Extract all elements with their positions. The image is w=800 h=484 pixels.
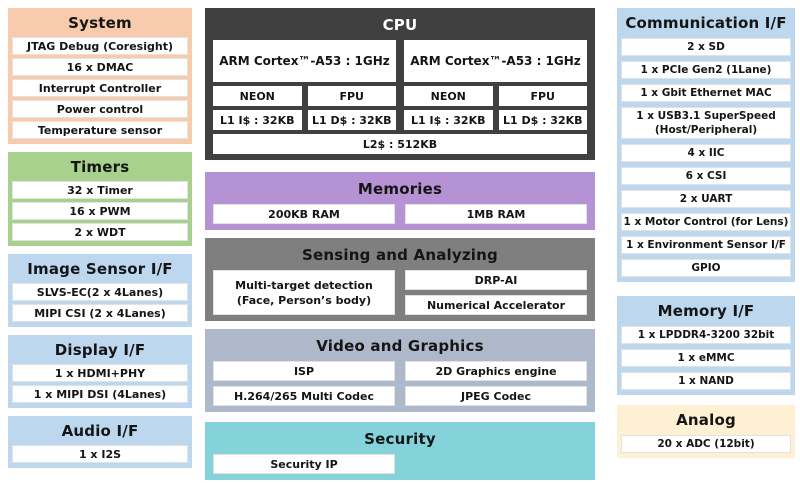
item-power-control: Power control [12, 100, 188, 118]
item-nand: 1 x NAND [621, 372, 791, 390]
cpu-core-name: ARM Cortex™-A53 : 1GHz [213, 40, 396, 82]
item-security-ip: Security IP [213, 454, 395, 474]
item-multi-target-detection: Multi-target detection (Face, Person’s b… [213, 270, 395, 315]
item-l1-icache: L1 I$ : 32KB [213, 110, 302, 130]
item-1mb-ram: 1MB RAM [405, 204, 587, 224]
block-display-if: Display I/F 1 x HDMI+PHY 1 x MIPI DSI (4… [8, 335, 192, 408]
cpu-core-units: NEON FPU [213, 86, 396, 106]
item-usb: 1 x USB3.1 SuperSpeed (Host/Peripheral) [621, 107, 791, 139]
item-temperature-sensor: Temperature sensor [12, 121, 188, 139]
cpu-core-0: ARM Cortex™-A53 : 1GHz NEON FPU L1 I$ : … [213, 40, 396, 130]
item-lpddr4: 1 x LPDDR4-3200 32bit [621, 326, 791, 344]
block-title-timers: Timers [70, 158, 130, 176]
item-slvs-ec: SLVS-EC(2 x 4Lanes) [12, 283, 188, 301]
item-drp-ai: DRP-AI [405, 270, 587, 290]
block-title-security: Security [364, 430, 436, 448]
block-title-audio-if: Audio I/F [61, 422, 139, 440]
item-jpeg-codec: JPEG Codec [405, 386, 587, 406]
column-right: Communication I/F 2 x SD 1 x PCIe Gen2 (… [617, 8, 795, 458]
item-fpu: FPU [307, 86, 396, 106]
block-communication-if: Communication I/F 2 x SD 1 x PCIe Gen2 (… [617, 8, 795, 282]
block-memory-if: Memory I/F 1 x LPDDR4-3200 32bit 1 x eMM… [617, 296, 795, 395]
sensing-left-items: DRP-AI Numerical Accelerator [405, 270, 587, 315]
block-title-memories: Memories [357, 180, 443, 198]
item-interrupt-controller: Interrupt Controller [12, 79, 188, 97]
image-sensor-items: SLVS-EC(2 x 4Lanes) MIPI CSI (2 x 4Lanes… [12, 283, 188, 322]
item-multi-codec: H.264/265 Multi Codec [213, 386, 395, 406]
block-title-sensing: Sensing and Analyzing [302, 246, 498, 264]
block-security: Security Security IP [205, 422, 595, 480]
block-timers: Timers 32 x Timer 16 x PWM 2 x WDT [8, 152, 192, 246]
block-title-memory-if: Memory I/F [657, 302, 755, 320]
item-csi: 6 x CSI [621, 167, 791, 185]
block-title-cpu: CPU [382, 16, 418, 34]
item-emmc: 1 x eMMC [621, 349, 791, 367]
column-middle: CPU ARM Cortex™-A53 : 1GHz NEON FPU L1 I… [205, 8, 595, 480]
item-pwm: 16 x PWM [12, 202, 188, 220]
item-pcie: 1 x PCIe Gen2 (1Lane) [621, 61, 791, 79]
cpu-core-caches: L1 I$ : 32KB L1 D$ : 32KB [213, 110, 396, 130]
item-environment-sensor: 1 x Environment Sensor I/F [621, 236, 791, 254]
item-l1-icache: L1 I$ : 32KB [404, 110, 493, 130]
item-jtag-debug: JTAG Debug (Coresight) [12, 37, 188, 55]
item-2d-graphics-engine: 2D Graphics engine [405, 361, 587, 381]
item-dmac: 16 x DMAC [12, 58, 188, 76]
item-motor-control: 1 x Motor Control (for Lens) [621, 213, 791, 231]
item-i2s: 1 x I2S [12, 445, 188, 463]
sensing-items: DRP-AI Numerical Accelerator Multi-targe… [213, 270, 587, 315]
cpu-core-units: NEON FPU [404, 86, 587, 106]
item-l1-dcache: L1 D$ : 32KB [307, 110, 396, 130]
column-left: System JTAG Debug (Coresight) 16 x DMAC … [8, 8, 192, 476]
block-system: System JTAG Debug (Coresight) 16 x DMAC … [8, 8, 192, 144]
cpu-core-name: ARM Cortex™-A53 : 1GHz [404, 40, 587, 82]
communication-items: 2 x SD 1 x PCIe Gen2 (1Lane) 1 x Gbit Et… [621, 38, 791, 277]
block-title-communication-if: Communication I/F [625, 14, 787, 32]
item-l1-dcache: L1 D$ : 32KB [498, 110, 587, 130]
block-title-analog: Analog [676, 411, 736, 429]
video-items: ISP 2D Graphics engine H.264/265 Multi C… [213, 361, 587, 406]
item-isp: ISP [213, 361, 395, 381]
block-video-graphics: Video and Graphics ISP 2D Graphics engin… [205, 329, 595, 412]
item-numerical-accelerator: Numerical Accelerator [405, 295, 587, 315]
block-title-system: System [68, 14, 132, 32]
timers-items: 32 x Timer 16 x PWM 2 x WDT [12, 181, 188, 241]
block-audio-if: Audio I/F 1 x I2S [8, 416, 192, 468]
item-adc: 20 x ADC (12bit) [621, 435, 791, 453]
item-gpio: GPIO [621, 259, 791, 277]
item-mipi-dsi: 1 x MIPI DSI (4Lanes) [12, 385, 188, 403]
block-sensing-analyzing: Sensing and Analyzing DRP-AI Numerical A… [205, 238, 595, 321]
item-l2-cache: L2$ : 512KB [213, 134, 587, 154]
item-gbit-ethernet: 1 x Gbit Ethernet MAC [621, 84, 791, 102]
block-analog: Analog 20 x ADC (12bit) [617, 405, 795, 458]
display-items: 1 x HDMI+PHY 1 x MIPI DSI (4Lanes) [12, 364, 188, 403]
block-title-video: Video and Graphics [316, 337, 484, 355]
analog-items: 20 x ADC (12bit) [621, 435, 791, 453]
memories-items: 200KB RAM 1MB RAM [213, 204, 587, 224]
item-neon: NEON [404, 86, 493, 106]
item-fpu: FPU [498, 86, 587, 106]
item-sd: 2 x SD [621, 38, 791, 56]
memory-if-items: 1 x LPDDR4-3200 32bit 1 x eMMC 1 x NAND [621, 326, 791, 390]
system-items: JTAG Debug (Coresight) 16 x DMAC Interru… [12, 37, 188, 139]
item-timer: 32 x Timer [12, 181, 188, 199]
item-200kb-ram: 200KB RAM [213, 204, 395, 224]
item-mipi-csi: MIPI CSI (2 x 4Lanes) [12, 304, 188, 322]
audio-items: 1 x I2S [12, 445, 188, 463]
cpu-core-1: ARM Cortex™-A53 : 1GHz NEON FPU L1 I$ : … [404, 40, 587, 130]
block-memories: Memories 200KB RAM 1MB RAM [205, 172, 595, 230]
block-image-sensor-if: Image Sensor I/F SLVS-EC(2 x 4Lanes) MIP… [8, 254, 192, 327]
item-neon: NEON [213, 86, 302, 106]
block-title-image-sensor-if: Image Sensor I/F [27, 260, 173, 278]
cpu-cores: ARM Cortex™-A53 : 1GHz NEON FPU L1 I$ : … [213, 40, 587, 130]
block-cpu: CPU ARM Cortex™-A53 : 1GHz NEON FPU L1 I… [205, 8, 595, 160]
block-title-display-if: Display I/F [54, 341, 146, 359]
cpu-core-caches: L1 I$ : 32KB L1 D$ : 32KB [404, 110, 587, 130]
item-uart: 2 x UART [621, 190, 791, 208]
item-iic: 4 x IIC [621, 144, 791, 162]
item-hdmi-phy: 1 x HDMI+PHY [12, 364, 188, 382]
item-wdt: 2 x WDT [12, 223, 188, 241]
